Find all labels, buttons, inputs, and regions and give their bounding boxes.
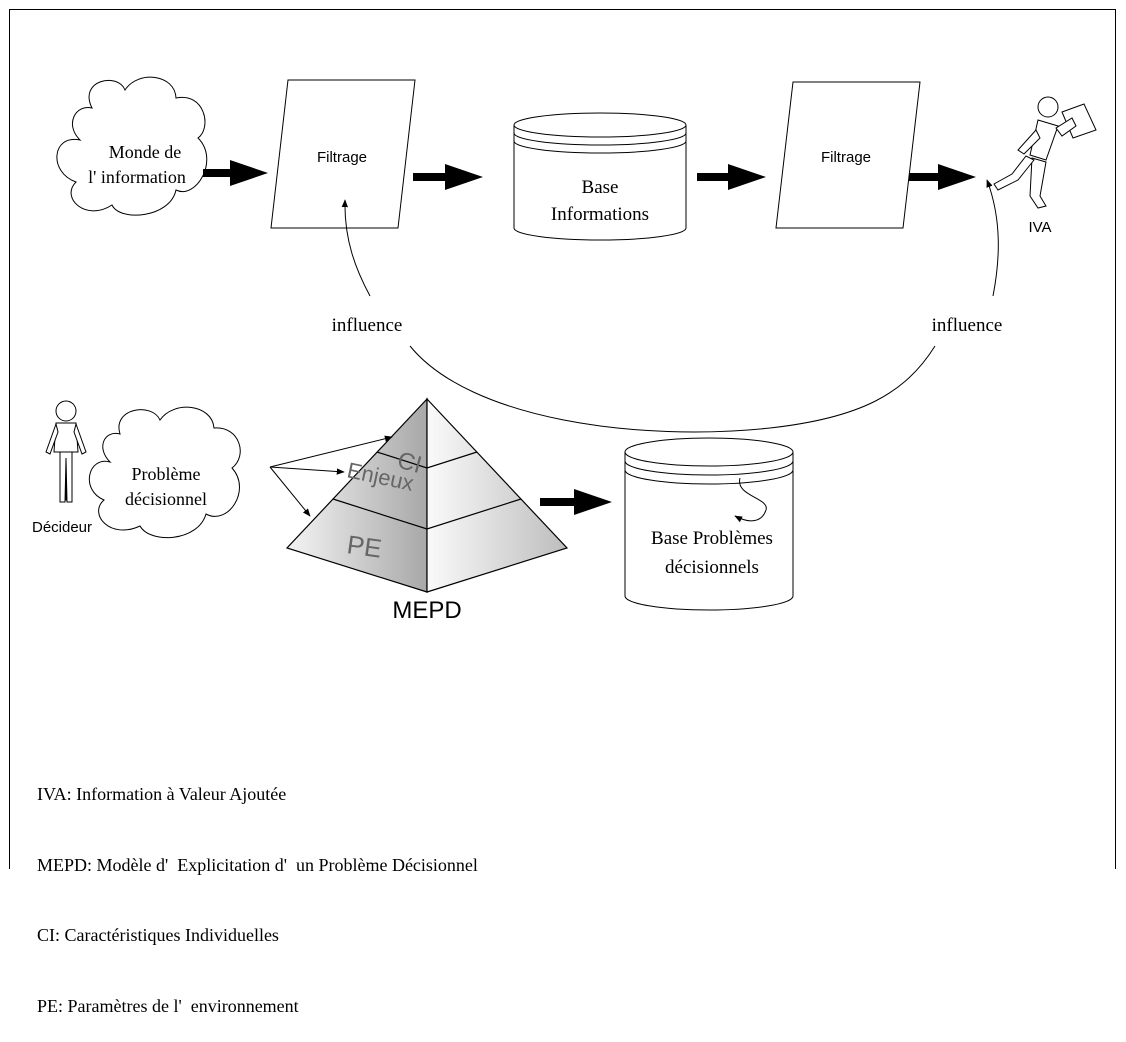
filtrage-1-label: Filtrage bbox=[317, 149, 367, 166]
filtrage-2-label: Filtrage bbox=[821, 149, 871, 166]
legend-item-ci: CI: Caractéristiques Individuelles bbox=[37, 925, 279, 945]
influence-right-label: influence bbox=[932, 315, 1003, 336]
base-problemes-decisionnels: Base Problèmes décisionnels bbox=[624, 437, 794, 611]
arrow-icon bbox=[203, 160, 268, 186]
arrow-icon bbox=[540, 489, 612, 515]
base-prob-label-line2: décisionnels bbox=[665, 557, 759, 578]
mepd-label: MEPD bbox=[392, 597, 461, 624]
influence-left-label: influence bbox=[332, 315, 403, 336]
filter-parallelogram-icon bbox=[775, 81, 921, 229]
probleme-decisionnel-cloud: Problème décisionnel bbox=[88, 406, 241, 539]
cloud-icon bbox=[56, 76, 208, 216]
flow-arrows-top bbox=[203, 160, 976, 190]
base-informations: Base Informations bbox=[513, 112, 687, 241]
influence-arrow-left bbox=[341, 199, 371, 297]
base-prob-label-line1: Base Problèmes bbox=[651, 528, 773, 549]
probleme-label-line2: décisionnel bbox=[125, 489, 207, 509]
influence-arrow-right bbox=[986, 179, 999, 297]
standing-person-icon bbox=[45, 400, 87, 503]
database-cylinder-icon bbox=[624, 452, 794, 611]
filtrage-1: Filtrage bbox=[270, 79, 416, 229]
monde-label-line2: l' information bbox=[88, 167, 186, 187]
influence-big-arc bbox=[409, 345, 936, 433]
arrow-icon bbox=[697, 164, 766, 190]
decideur: Décideur bbox=[32, 400, 92, 536]
loop-arrow bbox=[734, 477, 767, 523]
database-cylinder-icon bbox=[513, 125, 687, 241]
decideur-label: Décideur bbox=[32, 519, 92, 536]
diagram-frame bbox=[9, 9, 1116, 869]
diagram-canvas: Monde de l' information Filtrage Base In… bbox=[32, 76, 1097, 624]
monde-label-line1: Monde de bbox=[109, 142, 181, 162]
pyramid-pointer-arrows bbox=[269, 435, 393, 517]
base-info-label-line2: Informations bbox=[551, 204, 649, 225]
running-person-icon bbox=[993, 96, 1097, 209]
pyramid-pe-label: PE bbox=[345, 529, 384, 564]
pyramid-icon bbox=[285, 397, 569, 593]
iva-runner: IVA bbox=[993, 96, 1097, 236]
legend: IVA: Information à Valeur Ajoutée MEPD: … bbox=[37, 736, 478, 1042]
influence-curves: influence influence bbox=[332, 179, 1003, 433]
legend-item-iva: IVA: Information à Valeur Ajoutée bbox=[37, 784, 287, 804]
iva-label: IVA bbox=[1028, 219, 1051, 236]
filtrage-2: Filtrage bbox=[775, 81, 921, 229]
monde-information-cloud: Monde de l' information bbox=[56, 76, 208, 216]
arrow-icon bbox=[908, 164, 976, 190]
probleme-label-line1: Problème bbox=[132, 464, 201, 484]
arrow-icon bbox=[413, 164, 483, 190]
cloud-icon bbox=[88, 406, 241, 539]
filter-parallelogram-icon bbox=[270, 79, 416, 229]
legend-item-pe: PE: Paramètres de l' environnement bbox=[37, 995, 299, 1016]
mepd-pyramid: CI Enjeux PE MEPD bbox=[285, 397, 569, 624]
legend-item-mepd: MEPD: Modèle d' Explicitation d' un Prob… bbox=[37, 854, 478, 875]
base-info-label-line1: Base bbox=[582, 177, 619, 198]
